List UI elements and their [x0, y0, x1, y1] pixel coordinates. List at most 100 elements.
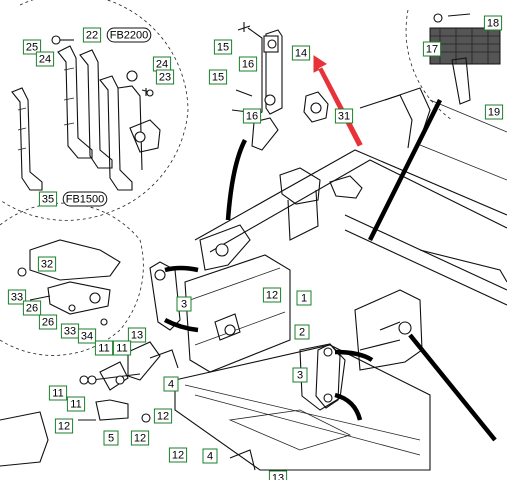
callout-number: 33 — [11, 291, 23, 303]
callout-c16a: 16 — [238, 56, 258, 72]
callout-number: 23 — [159, 71, 171, 83]
callout-number: 12 — [172, 449, 184, 461]
callout-c2: 2 — [294, 324, 310, 340]
callout-box — [292, 367, 308, 383]
callout-c25: 25 — [22, 39, 42, 55]
callout-number: 11 — [98, 342, 109, 354]
callout-box — [127, 327, 147, 343]
callout-box — [334, 108, 354, 124]
callout-number: 13 — [131, 329, 143, 341]
callout-box — [213, 39, 233, 55]
callout-box — [77, 328, 97, 344]
callout-box — [422, 41, 442, 57]
callout-c13a: 13 — [127, 327, 147, 343]
callout-c5: 5 — [103, 430, 119, 446]
callout-fb2200: FB2200 — [106, 27, 152, 43]
callout-number: 26 — [42, 316, 54, 328]
callout-c24b: 24 — [152, 56, 172, 72]
callout-box — [82, 27, 102, 43]
callout-number: 15 — [217, 41, 229, 53]
callout-c15a: 15 — [213, 39, 233, 55]
callout-box — [291, 45, 311, 61]
callout-c11c: 11 — [48, 385, 68, 401]
callout-box — [483, 15, 503, 31]
callout-number: 18 — [487, 17, 499, 29]
callout-c4b: 4 — [202, 448, 218, 464]
callout-number: FB2200 — [110, 29, 149, 41]
main-frame — [149, 87, 507, 471]
callout-c16b: 16 — [242, 108, 262, 124]
highlight-arrow — [313, 55, 363, 147]
callout-number: 13 — [272, 472, 284, 480]
detail-circle-left — [0, 202, 144, 356]
callout-number: 25 — [26, 41, 38, 53]
callout-box — [112, 340, 132, 356]
callout-number: 11 — [70, 398, 81, 410]
callout-box — [66, 396, 86, 412]
callout-c34: 34 — [77, 328, 97, 344]
callout-box — [268, 470, 288, 480]
callout-number: 31 — [338, 110, 350, 122]
callout-box — [103, 430, 119, 446]
callout-box — [7, 289, 27, 305]
callout-box — [242, 108, 262, 124]
callout-box — [238, 56, 258, 72]
callout-box — [202, 448, 218, 464]
callout-c12e: 12 — [168, 447, 188, 463]
callout-number: 19 — [488, 106, 500, 118]
callout-box — [176, 296, 192, 312]
callout-box — [106, 27, 152, 43]
callout-box — [22, 300, 42, 316]
callout-box — [130, 430, 150, 446]
callout-box — [262, 287, 282, 303]
callout-c26b: 26 — [38, 314, 58, 330]
detail-circle-top-right — [405, 9, 501, 121]
callout-box — [35, 51, 55, 67]
callout-c11a: 11 — [94, 340, 114, 356]
callout-c18: 18 — [483, 15, 503, 31]
callout-c22: 22 — [82, 27, 102, 43]
callout-number: 32 — [41, 258, 53, 270]
callout-number: 3 — [297, 369, 303, 381]
callout-number: 11 — [116, 342, 127, 354]
callout-box — [296, 290, 312, 306]
callout-box — [37, 256, 57, 272]
lower-left-parts — [0, 341, 256, 471]
callout-box — [38, 191, 58, 207]
callout-c12b: 12 — [153, 408, 173, 424]
callout-number: 33 — [64, 325, 76, 337]
callout-box — [62, 191, 108, 207]
callout-number: 12 — [58, 420, 70, 432]
callout-number: 12 — [266, 289, 278, 301]
callout-c26a: 26 — [22, 300, 42, 316]
callout-c24a: 24 — [35, 51, 55, 67]
callout-box — [48, 385, 68, 401]
callout-number: 2 — [299, 326, 305, 338]
callout-number: 35 — [42, 193, 54, 205]
callout-number: 16 — [246, 110, 258, 122]
callout-number: 24 — [156, 58, 168, 70]
callout-c3b: 3 — [292, 367, 308, 383]
callout-c23: 23 — [155, 69, 175, 85]
callout-c33a: 33 — [7, 289, 27, 305]
callout-box — [155, 69, 175, 85]
callout-c4a: 4 — [163, 376, 179, 392]
callout-box — [484, 104, 504, 120]
callout-c11b: 11 — [112, 340, 132, 356]
callout-box — [153, 408, 173, 424]
callout-number: 34 — [81, 330, 93, 342]
callout-number: 14 — [295, 47, 307, 59]
callout-c3a: 3 — [176, 296, 192, 312]
callout-number: 3 — [181, 298, 187, 310]
callout-c31: 31 — [334, 108, 354, 124]
callout-c13b: 13 — [268, 470, 288, 480]
callout-c1: 1 — [296, 290, 312, 306]
callout-number: 12 — [157, 410, 169, 422]
callout-c35: 35 — [38, 191, 58, 207]
callout-c12c: 12 — [54, 418, 74, 434]
callout-number: 12 — [134, 432, 146, 444]
callout-box — [94, 340, 114, 356]
callout-fb1500: FB1500 — [62, 191, 108, 207]
